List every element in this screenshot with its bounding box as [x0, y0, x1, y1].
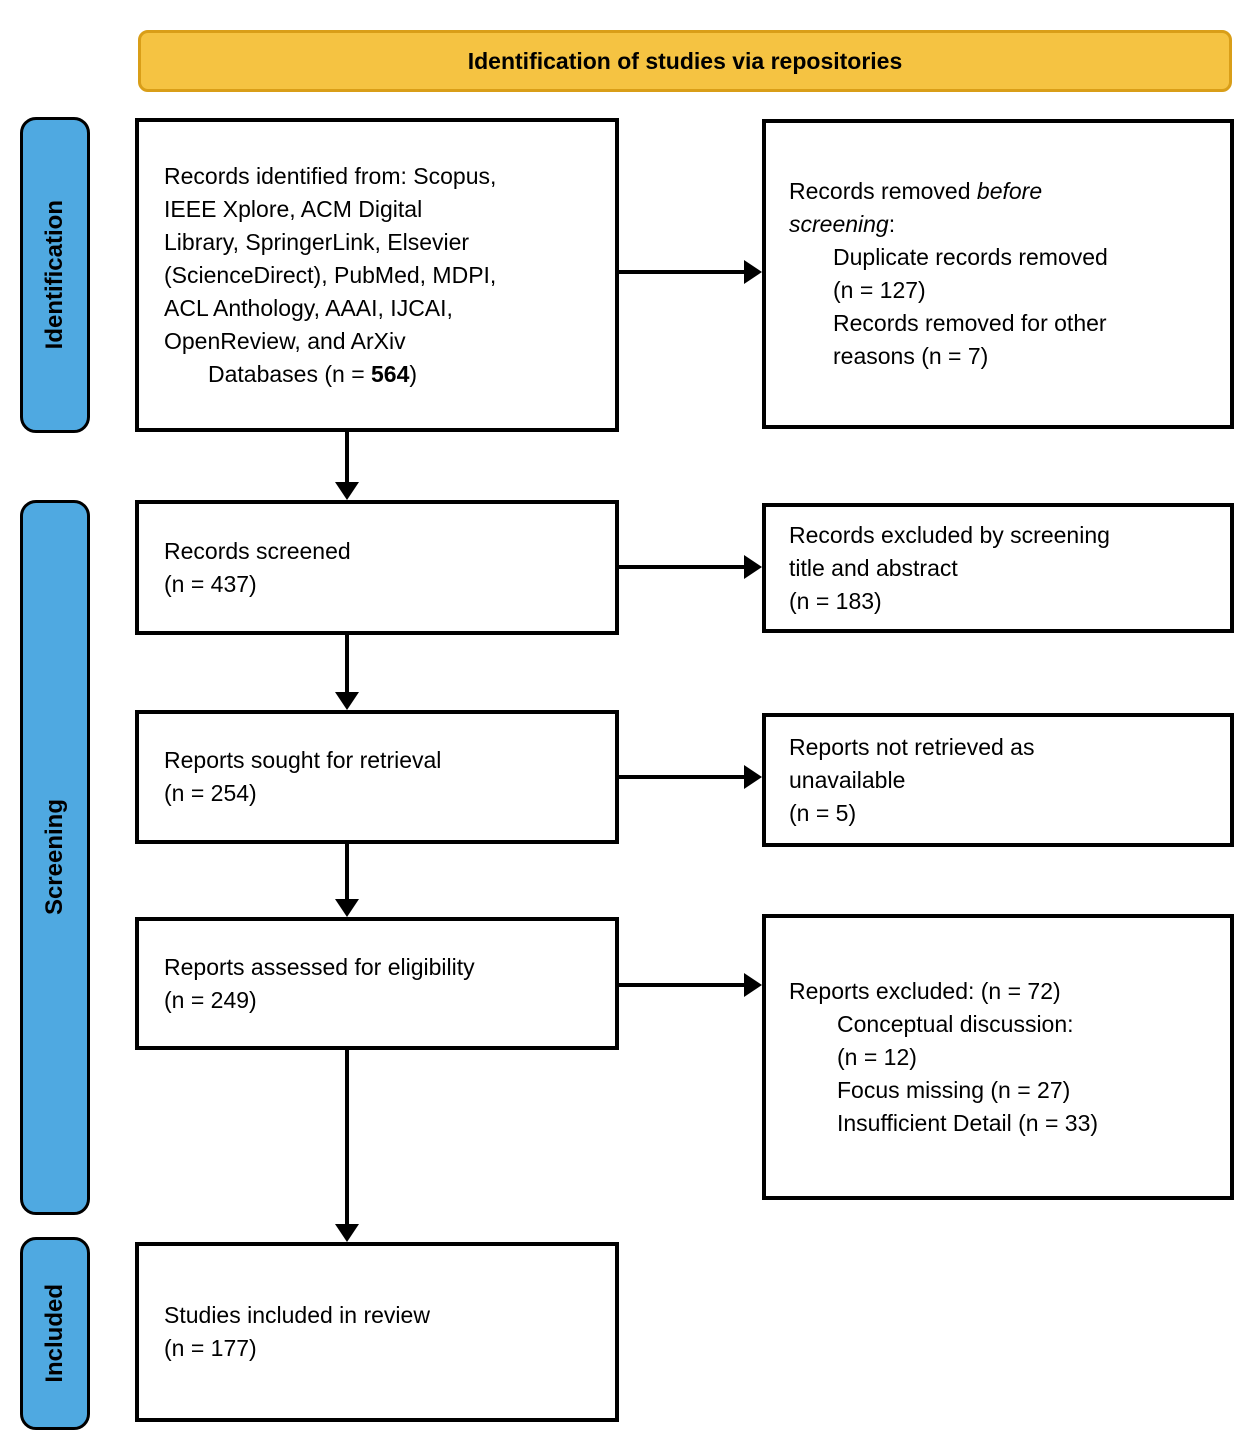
text-line: Records excluded by screening — [789, 521, 1110, 548]
text-line: (n = 5) — [789, 799, 857, 826]
stage-screening-label: Screening — [41, 799, 68, 916]
text-line: reasons (n = 7) — [833, 343, 989, 369]
records-removed-box: Records removed before screening: Duplic… — [762, 119, 1234, 429]
arrow-head-down-icon — [335, 899, 359, 917]
arrow-head-right-icon — [744, 973, 762, 997]
arrow-right-identified-to-removed — [619, 260, 762, 284]
arrow-right-sought-to-not-retrieved — [619, 765, 762, 789]
arrow-head-down-icon — [335, 692, 359, 710]
text-line: screening: — [789, 208, 1218, 241]
text-line: IEEE Xplore, ACM Digital — [164, 195, 423, 222]
arrow-right-assessed-to-reports-excluded — [619, 973, 762, 997]
arrow-line — [619, 775, 746, 779]
text-line: Reports assessed for eligibility — [164, 953, 475, 980]
arrow-line — [619, 565, 746, 569]
arrow-line — [345, 844, 349, 901]
stage-identification: Identification — [20, 117, 90, 433]
arrow-line — [619, 270, 746, 274]
studies-included-box: Studies included in review (n = 177) — [135, 1242, 619, 1422]
stage-identification-label: Identification — [41, 200, 68, 350]
text-line: (n = 437) — [164, 570, 257, 597]
stage-screening: Screening — [20, 500, 90, 1215]
text-line: Reports excluded: (n = 72) — [789, 977, 1061, 1004]
records-identified-box: Records identified from: Scopus, IEEE Xp… — [135, 118, 619, 432]
arrow-head-right-icon — [744, 260, 762, 284]
text-line: (n = 254) — [164, 780, 257, 806]
arrow-down-screened-to-sought — [335, 635, 359, 710]
text-line: (n = 249) — [164, 986, 257, 1013]
intro-regular: Records removed — [789, 178, 977, 204]
reports-sought-box: Reports sought for retrieval (n = 254) — [135, 710, 619, 844]
text-line: (n = 127) — [833, 277, 926, 303]
arrow-head-right-icon — [744, 765, 762, 789]
text-line: (ScienceDirect), PubMed, MDPI, — [164, 261, 497, 288]
text-line: Reports sought for retrieval — [164, 747, 442, 773]
text-line: Conceptual discussion: — [837, 1010, 1074, 1037]
arrow-down-identified-to-screened — [335, 432, 359, 500]
arrow-line — [619, 983, 746, 987]
reports-assessed-box: Reports assessed for eligibility (n = 24… — [135, 917, 619, 1050]
text-line: Records removed for other — [833, 310, 1107, 336]
title-banner: Identification of studies via repositori… — [138, 30, 1232, 92]
text-line: (n = 177) — [164, 1335, 257, 1361]
arrow-head-down-icon — [335, 1224, 359, 1242]
text-line: Focus missing (n = 27) — [837, 1076, 1071, 1103]
text-line: OpenReview, and ArXiv — [164, 327, 406, 354]
intro-colon: : — [888, 211, 896, 237]
arrow-right-screened-to-excluded — [619, 555, 762, 579]
text-line: Library, SpringerLink, Elsevier — [164, 228, 470, 255]
arrow-down-assessed-to-included — [335, 1050, 359, 1242]
text-line: unavailable — [789, 766, 906, 793]
arrow-head-right-icon — [744, 555, 762, 579]
count-value: 564 — [371, 360, 410, 387]
text-line: Studies included in review — [164, 1302, 430, 1328]
records-excluded-box: Records excluded by screening title and … — [762, 503, 1234, 633]
arrow-down-sought-to-assessed — [335, 844, 359, 917]
diagram-title: Identification of studies via repositori… — [467, 47, 903, 74]
records-screened-box: Records screened (n = 437) — [135, 500, 619, 635]
text-line: Records removed before — [789, 175, 1218, 208]
arrow-line — [345, 635, 349, 694]
arrow-line — [345, 1050, 349, 1226]
text-line: (n = 12) — [837, 1043, 917, 1070]
text-line: Duplicate records removed — [833, 244, 1108, 270]
reports-excluded-box: Reports excluded: (n = 72) Conceptual di… — [762, 914, 1234, 1200]
stage-included-label: Included — [41, 1284, 68, 1383]
text-line: Records identified from: Scopus, — [164, 162, 497, 189]
text-line: Records screened — [164, 537, 351, 564]
arrow-head-down-icon — [335, 482, 359, 500]
arrow-line — [345, 432, 349, 484]
stage-included: Included — [20, 1237, 90, 1430]
text-line: Databases (n = 564) — [164, 358, 603, 391]
text-line: (n = 183) — [789, 587, 882, 614]
count-suffix: ) — [409, 360, 418, 387]
text-line: Insufficient Detail (n = 33) — [837, 1109, 1099, 1136]
reports-not-retrieved-box: Reports not retrieved as unavailable (n … — [762, 713, 1234, 847]
count-prefix: Databases (n = — [208, 360, 372, 387]
intro-italic: before — [976, 178, 1043, 204]
intro-italic: screening — [789, 211, 889, 237]
text-line: ACL Anthology, AAAI, IJCAI, — [164, 294, 453, 321]
text-line: title and abstract — [789, 554, 958, 581]
text-line: Reports not retrieved as — [789, 733, 1035, 760]
